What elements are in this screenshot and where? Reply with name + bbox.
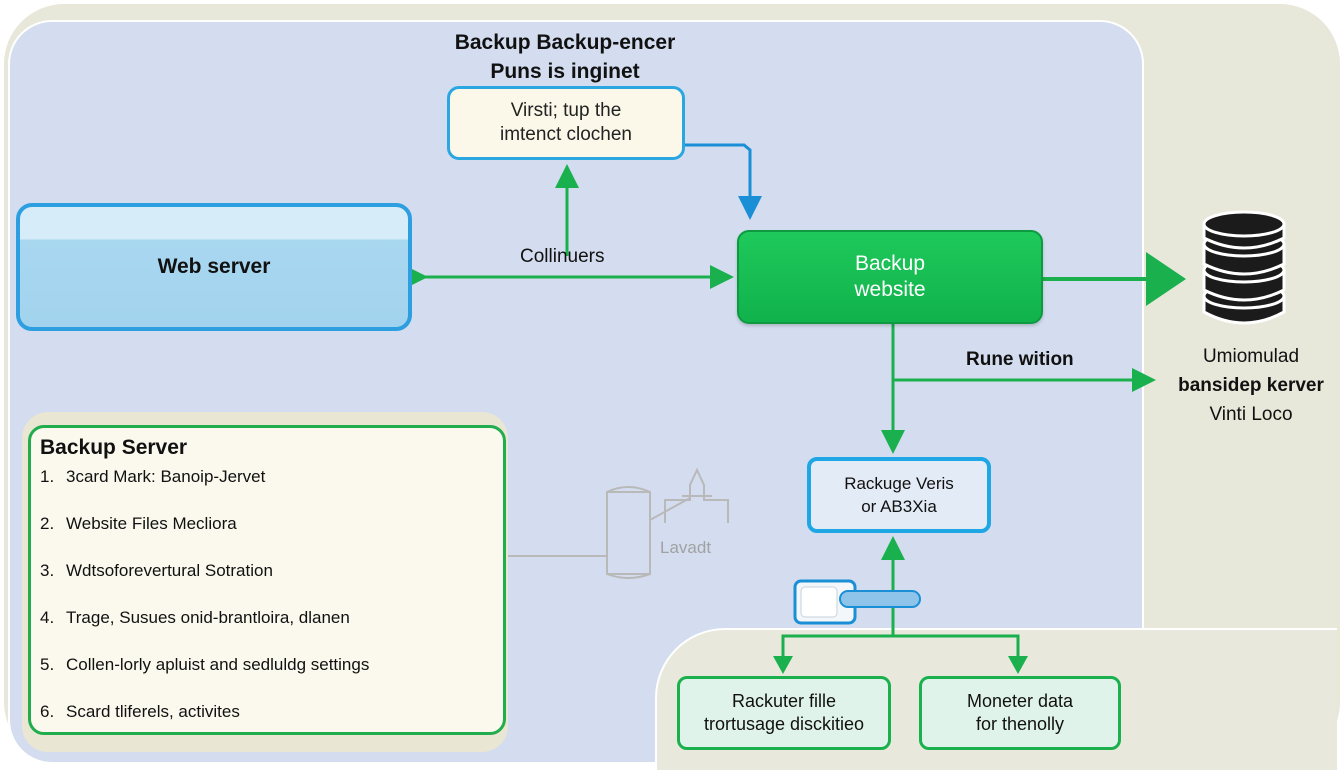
verify-line-1: Rackuge Veris bbox=[844, 474, 954, 493]
verify-node: Rackuge Veris or AB3Xia bbox=[807, 457, 991, 533]
list-item: 5.Collen-lorly apluist and sedluldg sett… bbox=[40, 655, 370, 674]
bottom-left-node: Rackuter fille trortusage disckitieo bbox=[677, 676, 891, 750]
list-item: 3.Wdtsoforevertural Sotration bbox=[40, 561, 273, 580]
web-server-label: Web server bbox=[157, 255, 271, 278]
bottom-right-node: Moneter data for thenolly bbox=[919, 676, 1121, 750]
faded-device-icon bbox=[606, 467, 729, 579]
bottom-right-line-1: Moneter data bbox=[966, 691, 1074, 711]
bottom-left-line-2: trortusage disckitieo bbox=[703, 714, 865, 734]
note-line-2: imtenct clochen bbox=[499, 124, 632, 145]
ghost-label: Lavadt bbox=[660, 538, 712, 557]
note-line-1: Virsti; tup the bbox=[510, 100, 622, 121]
title-line-1: Backup Backup-encer bbox=[454, 31, 676, 54]
bottom-right-line-2: for thenolly bbox=[975, 714, 1065, 734]
verify-line-2: or AB3Xia bbox=[861, 497, 937, 516]
backup-website-node: Backup website bbox=[737, 230, 1043, 324]
storage-line-2: bansidep kerver bbox=[1178, 375, 1324, 396]
connectors-label: Collinuers bbox=[520, 246, 605, 267]
route-label: Rune wition bbox=[966, 349, 1074, 370]
list-item: 2.Website Files Mecliora bbox=[40, 514, 237, 533]
storage-line-1: Umiomulad bbox=[1202, 346, 1300, 367]
backup-server-list: Backup Server 1.3card Mark: Banoip-Jerve… bbox=[28, 425, 506, 735]
list-item: 6.Scard tliferels, activites bbox=[40, 702, 240, 721]
backup-line-2: website bbox=[854, 278, 926, 301]
title-line-2: Puns is inginet bbox=[490, 60, 640, 83]
database-icon bbox=[1196, 210, 1292, 330]
connector-split bbox=[781, 634, 1020, 668]
bottom-left-line-1: Rackuter fille bbox=[731, 691, 837, 711]
backup-line-1: Backup bbox=[854, 252, 926, 275]
web-server-node: Web server bbox=[16, 203, 412, 331]
arrowhead-bottom-right bbox=[1008, 656, 1028, 674]
storage-arrowhead bbox=[1146, 252, 1186, 306]
note-box: Virsti; tup the imtenct clochen bbox=[447, 86, 685, 160]
storage-caption: Umiomulad bansidep kerver Vinti Loco bbox=[1162, 342, 1340, 429]
list-item: 4.Trage, Susues onid-brantloira, dlanen bbox=[40, 608, 350, 627]
usb-device-icon bbox=[793, 579, 921, 625]
storage-line-3: Vinti Loco bbox=[1209, 404, 1293, 425]
list-title: Backup Server bbox=[40, 436, 188, 459]
arrowhead-bottom-left bbox=[773, 656, 793, 674]
connector-note-backup bbox=[685, 143, 762, 220]
diagram-title: Backup Backup-encer Puns is inginet bbox=[390, 28, 740, 86]
list-item: 1.3card Mark: Banoip-Jervet bbox=[40, 467, 266, 486]
